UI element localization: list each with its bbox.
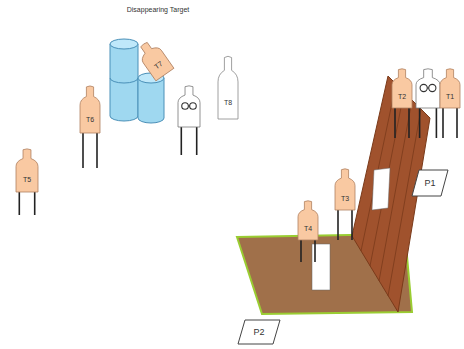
target-outline [218,55,238,119]
paper-target: T3 [335,168,355,210]
stand-leg [337,210,339,240]
shooting-position: P2 [238,320,280,344]
stand-leg [351,210,353,240]
paper-target: T1 [440,68,460,108]
stand-leg [96,133,98,168]
paper-target: T6 [80,85,100,133]
position-name: P1 [424,179,435,188]
stand-leg [394,108,396,138]
stand-leg [196,127,198,155]
stand-leg [18,192,20,215]
callout-label: Disappearing Target [124,6,192,14]
target-outline [335,168,355,210]
wall-planks [361,84,421,296]
paper-target: T7 [134,37,174,81]
target-outline [298,200,318,240]
stand-leg [456,108,458,138]
stand-leg [82,133,84,168]
paper-target: T2 [392,68,412,108]
target-number: T8 [224,99,232,106]
no-shoot-targets [178,69,440,127]
stand-leg [300,240,302,262]
stand-leg [436,108,438,138]
target-outline [134,37,174,81]
target-number: T3 [341,195,349,202]
stand-leg [408,108,410,138]
outline-target: T8 [218,55,238,119]
target-number: T2 [398,93,406,100]
target-outline [80,85,100,133]
stand-leg [34,192,36,215]
target-outline [440,68,460,108]
position-name: P2 [253,328,264,337]
no-shoot-target [416,69,440,108]
paper-target: T4 [298,200,318,240]
target-outline [16,148,38,192]
paper-target: T5 [16,148,38,192]
no-shoot-target [178,86,200,127]
stand-leg [181,127,183,155]
target-number: T1 [446,93,454,100]
stand-leg [314,240,316,262]
stand-leg [419,108,421,138]
target-number: T5 [23,176,31,183]
target-number: T6 [86,116,94,123]
wall-window [372,168,390,210]
target-outline [392,68,412,108]
shooting-position: P1 [412,170,448,196]
target-number: T4 [304,225,312,232]
stand-leg [442,108,444,138]
